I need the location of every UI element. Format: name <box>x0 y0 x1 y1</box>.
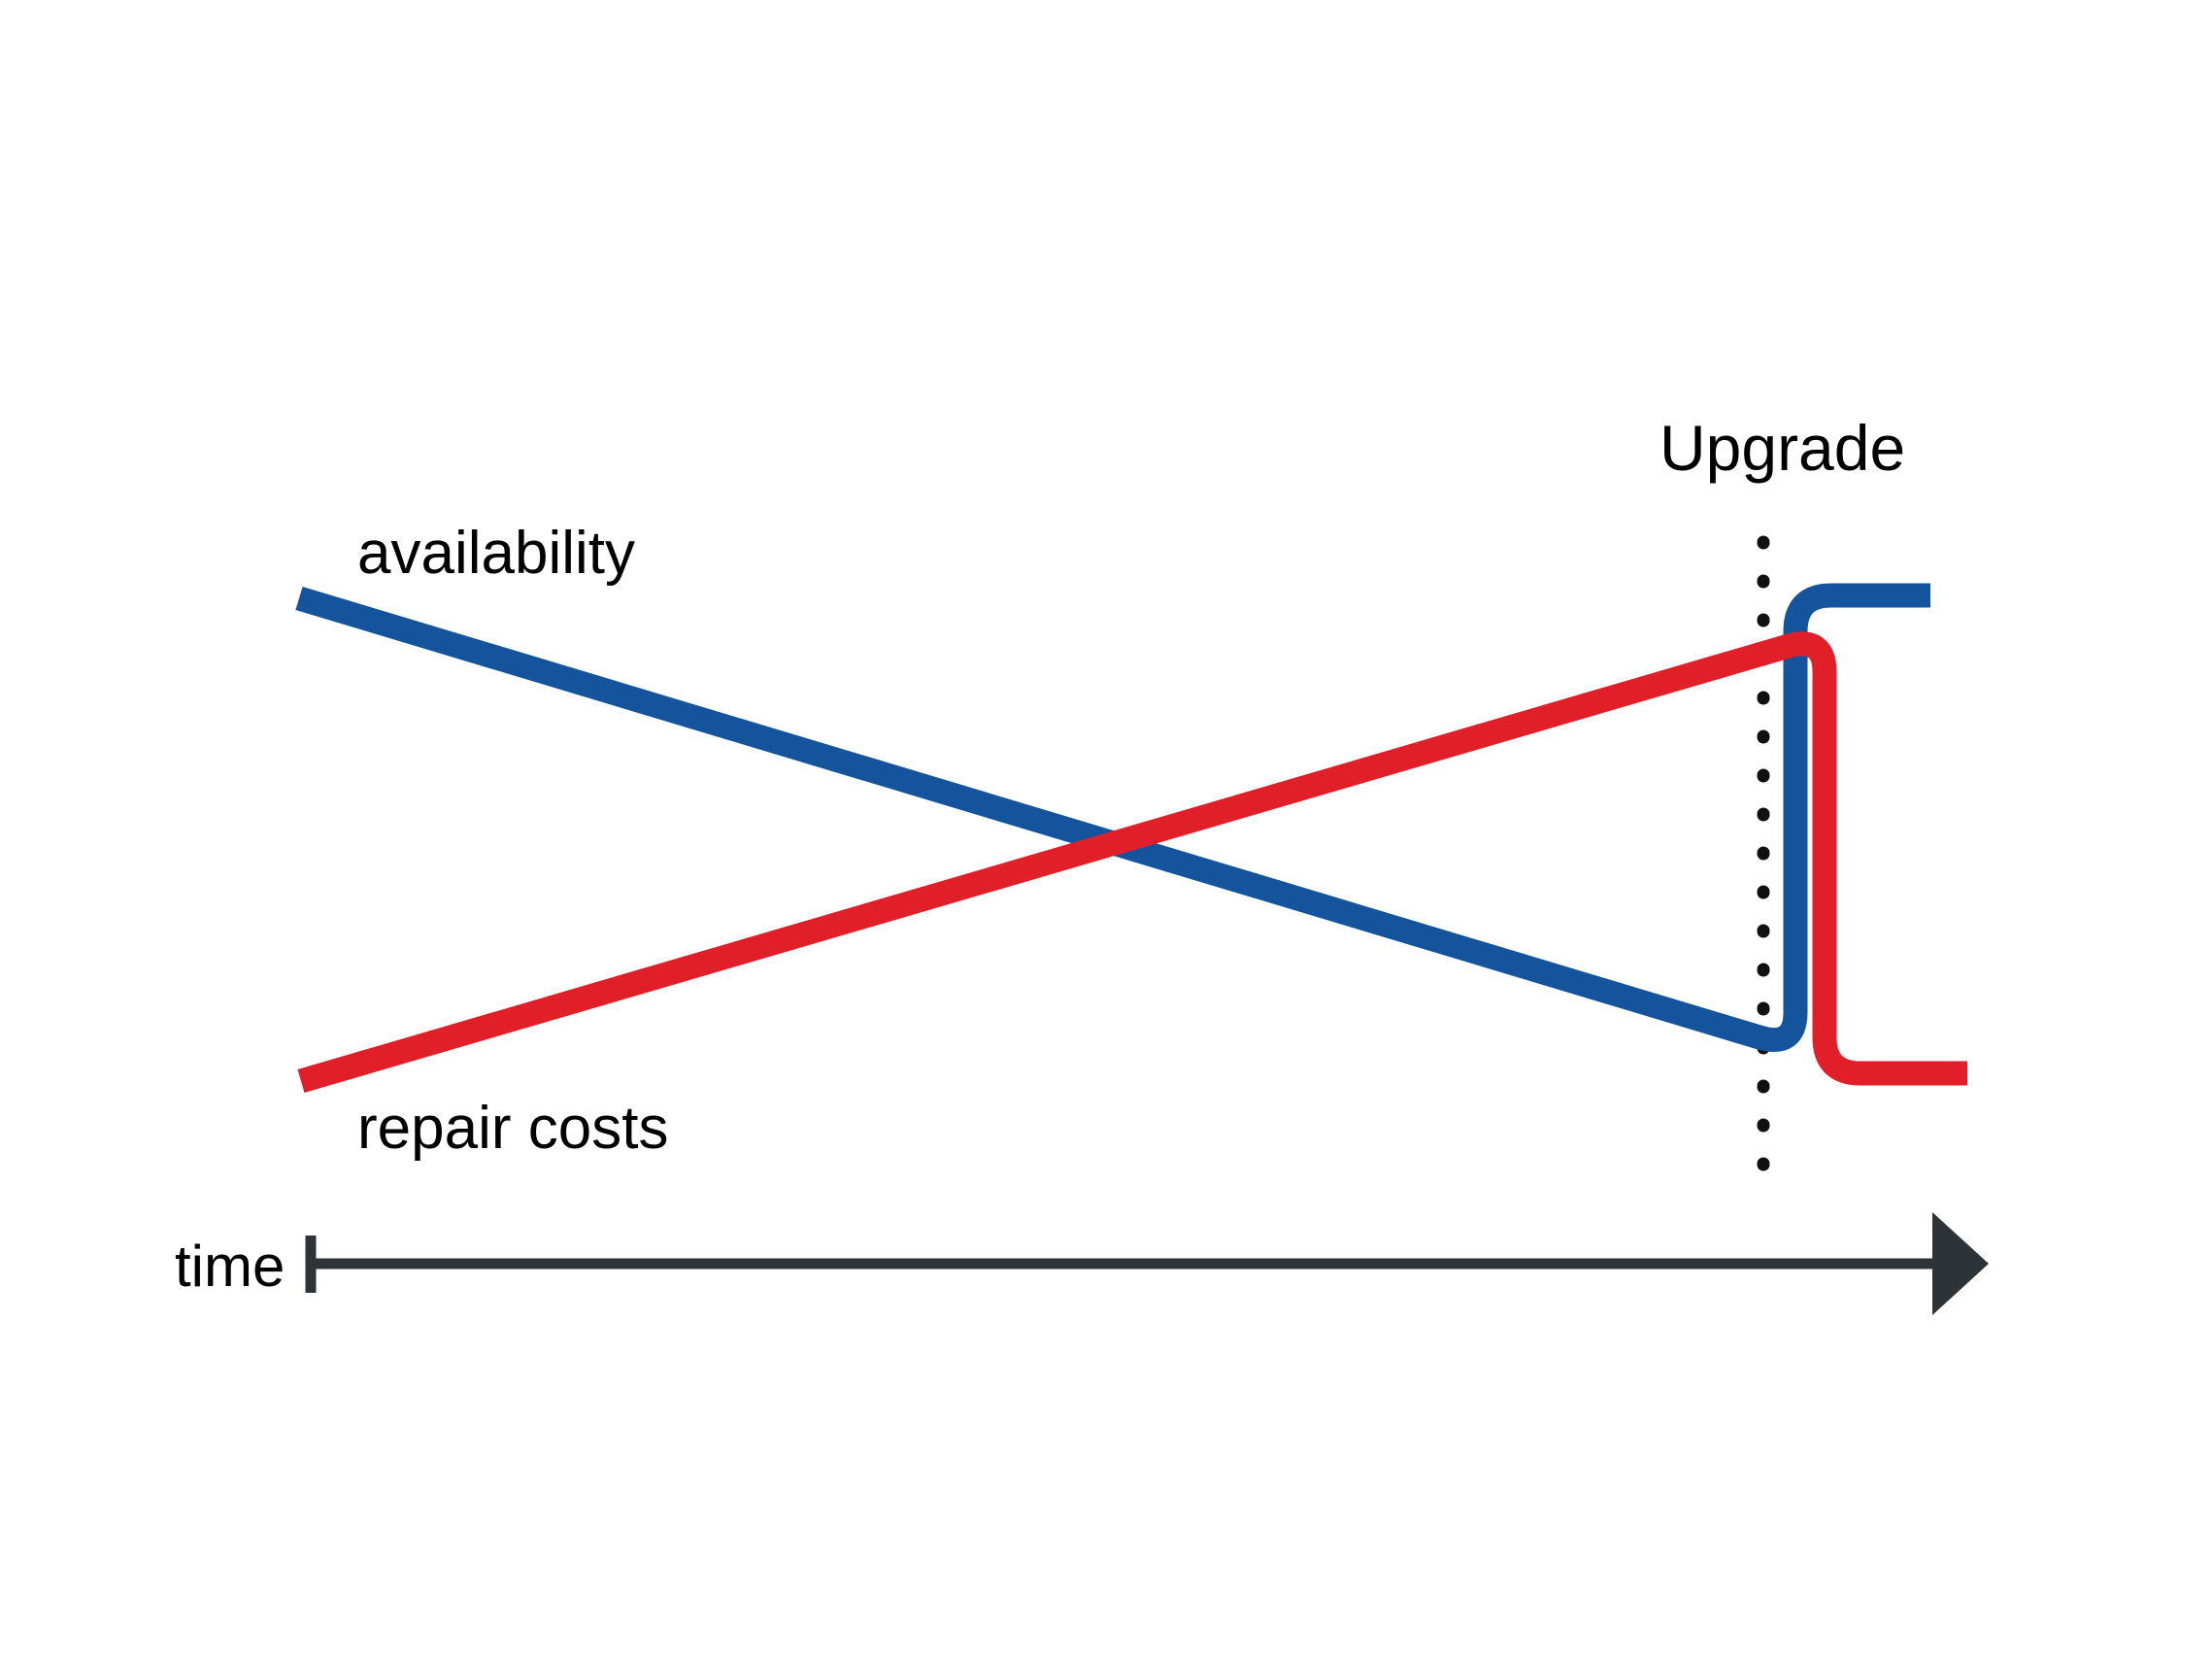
availability-line <box>295 583 1930 1052</box>
repair-costs-series-label: repair costs <box>357 1095 668 1162</box>
repair-costs-line <box>297 631 1967 1093</box>
time-axis-arrowhead <box>1932 1212 1989 1315</box>
time-axis-label: time <box>175 1234 285 1299</box>
availability-series-label: availability <box>357 520 635 587</box>
time-axis <box>305 1212 1989 1315</box>
upgrade-event-label: Upgrade <box>1659 412 1905 484</box>
